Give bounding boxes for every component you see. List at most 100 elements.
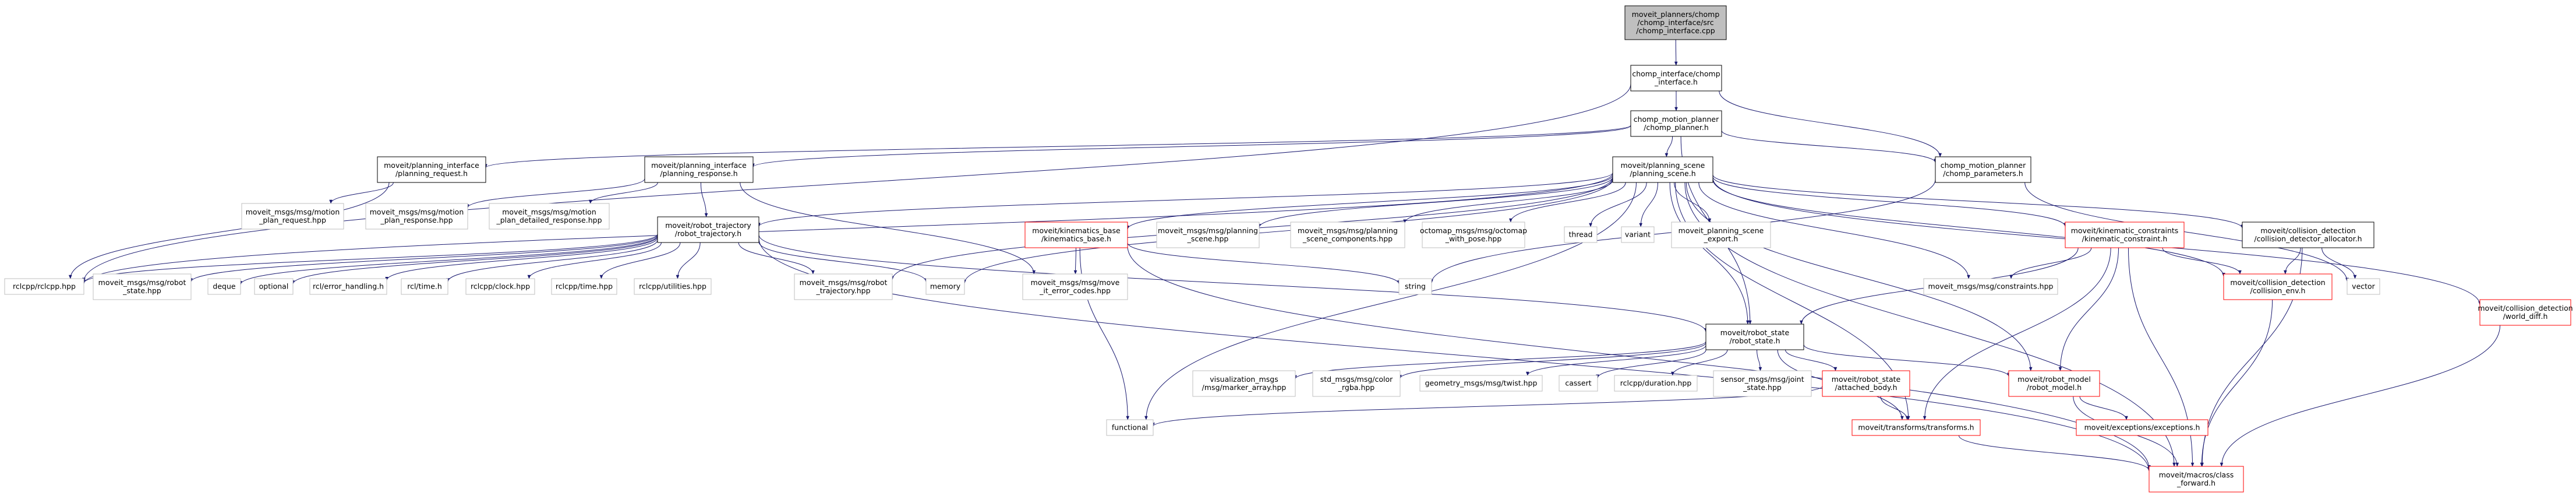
node-robot-trajectory-h[interactable]: moveit/robot_trajectory/robot_trajectory…: [657, 216, 759, 243]
node-box: [1192, 370, 1296, 397]
node-label-line: _forward.h: [2176, 479, 2215, 487]
node-label-line: /planning_response.h: [660, 169, 737, 178]
node-planning-request-h[interactable]: moveit/planning_interface/planning_reque…: [377, 156, 486, 183]
node-label-line: optional: [259, 282, 289, 291]
node-label-line: /kinematics_base.h: [1041, 234, 1111, 243]
node-color-rgba: std_msgs/msg/color_rgba.hpp: [1312, 370, 1401, 397]
node-label-line: moveit_msgs/msg/planning: [1158, 226, 1258, 235]
edge-planning-response-h-to-move-it-error-codes: [740, 182, 1036, 275]
node-kinematics-base-h[interactable]: moveit/kinematics_base/kinematics_base.h: [1024, 222, 1128, 248]
node-box: [1022, 273, 1128, 300]
node-motion-plan-request: moveit_msgs/msg/motion_plan_request.hpp: [241, 203, 344, 230]
edge-collision-detector-alloc-to-vector: [2321, 247, 2357, 279]
node-box: [401, 278, 448, 295]
edge-robot-trajectory-h-to-optional: [291, 236, 658, 284]
node-rclcpp-clock: rclcpp/clock.hpp: [465, 278, 535, 295]
node-label-line: /collision_detector_allocator.h: [2254, 234, 2362, 243]
node-transforms-h[interactable]: moveit/transforms/transforms.h: [1851, 419, 1981, 436]
node-label-line: thread: [1569, 230, 1593, 239]
node-label-line: moveit/planning_scene: [1621, 161, 1705, 170]
node-kinematic-constraint-h[interactable]: moveit/kinematic_constraints/kinematic_c…: [2065, 222, 2185, 248]
node-box: [1106, 419, 1154, 436]
edge-chomp-planner-h-to-planning-request-h: [484, 125, 1631, 168]
node-functional: functional: [1106, 419, 1154, 436]
node-label-line: _scene.hpp: [1187, 234, 1229, 243]
node-chomp-planner-h[interactable]: chomp_motion_planner/chomp_planner.h: [1630, 110, 1722, 137]
edge-layer: [69, 39, 2501, 472]
edge-planning-scene-h-to-robot-state-h: [1669, 182, 1750, 325]
node-box: [2149, 466, 2244, 493]
node-chomp-parameters-h[interactable]: chomp_motion_planner/chomp_parameters.h: [1935, 156, 2031, 183]
node-robot-state-h[interactable]: moveit/robot_state/robot_state.h: [1705, 324, 1804, 350]
node-label-line: vector: [2352, 282, 2376, 291]
edge-planning-scene-h-to-rclcpp: [82, 173, 1613, 284]
node-label-line: moveit/collision_detection: [2478, 304, 2573, 312]
node-collision-detector-alloc[interactable]: moveit/collision_detection/collision_det…: [2242, 222, 2374, 248]
node-label-line: _plan_request.hpp: [259, 216, 326, 224]
edge-robot-state-h-to-robot-model-h: [1803, 344, 2010, 377]
node-attached-body-h[interactable]: moveit/robot_state/attached_body.h: [1822, 370, 1910, 397]
edge-robot-trajectory-h-to-deque: [239, 236, 658, 285]
edge-robot-state-h-to-rclcpp-duration: [1671, 349, 1728, 376]
node-label-line: /world_diff.h: [2503, 312, 2548, 321]
node-box: [2223, 273, 2333, 300]
node-label-line: _plan_detailed_response.hpp: [496, 216, 602, 224]
edge-world-diff-h-to-class-forward-h: [2220, 325, 2501, 467]
node-label-line: moveit_msgs/msg/motion: [246, 208, 340, 216]
node-label-line: moveit/exceptions/exceptions.h: [2084, 423, 2200, 432]
node-collision-env-h[interactable]: moveit/collision_detection/collision_env…: [2223, 273, 2333, 300]
edge-planning-scene-h-to-robot-model-h: [1685, 182, 2033, 371]
node-box: [1624, 5, 1727, 40]
node-label-line: chomp_motion_planner: [1941, 161, 2026, 170]
node-exceptions-h[interactable]: moveit/exceptions/exceptions.h: [2076, 419, 2208, 436]
node-chomp-interface-h[interactable]: chomp_interface/chomp_interface.h: [1630, 65, 1722, 92]
node-label-line: moveit/collision_detection: [2230, 278, 2325, 287]
node-root[interactable]: moveit_planners/chomp/chomp_interface/sr…: [1624, 5, 1727, 40]
node-variant: variant: [1621, 226, 1655, 243]
node-motion-plan-detailed: moveit_msgs/msg/motion_plan_detailed_res…: [489, 203, 610, 230]
node-class-forward-h[interactable]: moveit/macros/class_forward.h: [2149, 466, 2244, 493]
node-thread: thread: [1564, 226, 1598, 243]
node-box: [794, 273, 893, 300]
node-label-line: moveit_msgs/msg/constraints.hpp: [1928, 282, 2054, 291]
edge-robot-state-h-to-cassert: [1596, 349, 1706, 379]
edge-planning-scene-h-to-collision-env-h: [1712, 179, 2225, 277]
node-box: [1630, 110, 1722, 137]
edge-collision-detector-alloc-to-collision-env-h: [2284, 247, 2301, 275]
node-box: [365, 203, 468, 230]
node-label-line: /chomp_parameters.h: [1943, 169, 2023, 178]
node-label-line: /chomp_interface/src: [1637, 18, 1713, 27]
edge-planning-scene-h-to-collision-detector-alloc: [1712, 174, 2244, 229]
node-box: [1713, 370, 1812, 397]
edge-robot-trajectory-h-to-class-forward-h: [758, 238, 2151, 472]
node-rclcpp-duration: rclcpp/duration.hpp: [1614, 375, 1698, 392]
node-label-line: geometry_msgs/msg/twist.hpp: [1425, 379, 1538, 388]
node-label-line: moveit/robot_trajectory: [665, 221, 751, 230]
node-robot-model-h[interactable]: moveit/robot_model/robot_model.h: [2008, 370, 2100, 397]
node-box: [241, 203, 344, 230]
edge-robot-trajectory-h-to-rclcpp-time: [599, 242, 681, 279]
node-label-line: _trajectory.hpp: [815, 286, 870, 295]
edge-planning-request-h-to-motion-plan-request: [329, 182, 394, 204]
node-label-line: moveit/planning_interface: [651, 161, 747, 170]
node-box: [1564, 226, 1598, 243]
node-constraints-msg: moveit_msgs/msg/constraints.hpp: [1923, 278, 2058, 295]
node-planning-response-h[interactable]: moveit/planning_interface/planning_respo…: [644, 156, 754, 183]
node-box: [1671, 222, 1771, 248]
node-box: [925, 278, 965, 295]
edge-robot-model-h-to-exceptions-h: [2079, 396, 2128, 420]
node-world-diff-h[interactable]: moveit/collision_detection/world_diff.h: [2478, 299, 2573, 326]
edge-planning-scene-h-to-thread: [1589, 182, 1647, 227]
node-planning-scene-h[interactable]: moveit/planning_scene/planning_scene.h: [1612, 156, 1713, 183]
node-box: [1612, 156, 1713, 183]
node-label-line: _export.h: [1704, 234, 1738, 243]
node-planning-scene-export: moveit_planning_scene_export.h: [1671, 222, 1771, 248]
node-label-line: memory: [930, 282, 961, 291]
node-layer: moveit_planners/chomp/chomp_interface/sr…: [4, 5, 2573, 493]
node-box: [1290, 222, 1405, 248]
node-label-line: visualization_msgs: [1210, 375, 1278, 384]
node-label-line: /chomp_planner.h: [1644, 123, 1709, 132]
node-deque: deque: [207, 278, 241, 295]
node-label-line: rclcpp/utilities.hpp: [639, 282, 706, 291]
